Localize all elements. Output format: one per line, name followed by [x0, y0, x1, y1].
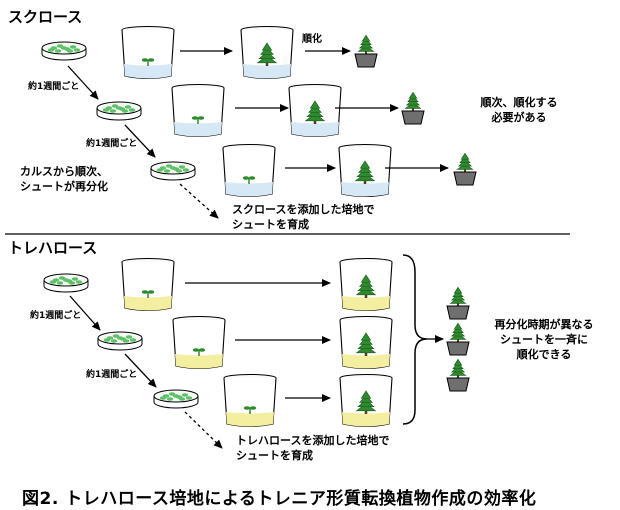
trehalose-bottom-note-line1: トレハロースを添加した培地で: [236, 433, 389, 447]
medium: [175, 354, 223, 369]
sucrose-right-note-line1: 順次、順化する: [481, 95, 558, 109]
brace: [402, 254, 428, 425]
acclimated-plant-pot: [401, 91, 425, 125]
acclimated-plant-pot: [446, 286, 470, 320]
acclimated-plant-pot: [453, 152, 477, 186]
arrow: [67, 65, 99, 100]
culture-jar: [171, 84, 225, 138]
medium: [124, 64, 172, 79]
trehalose-weekly-label-1: 約1週間ごと: [30, 309, 81, 321]
figure-caption: 図2. トレハロース培地によるトレニア形質転換植物作成の効率化: [22, 489, 537, 509]
culture-jar: [339, 374, 393, 428]
dashed-arrow: [184, 411, 223, 449]
medium: [342, 412, 390, 427]
culture-jar: [121, 26, 175, 80]
shoot: [355, 390, 377, 414]
culture-jar: [172, 316, 226, 370]
medium: [226, 412, 274, 427]
sprout: [243, 406, 257, 414]
sucrose-right-note-line2: 必要がある: [491, 110, 547, 124]
shoot: [304, 100, 326, 124]
culture-jar: [240, 26, 294, 80]
sucrose-weekly-label-1: 約1週間ごと: [28, 80, 79, 92]
dashed-arrow: [179, 183, 219, 219]
sprout: [192, 348, 206, 356]
shoot: [256, 42, 278, 66]
petri-dish-callus: [97, 331, 143, 351]
sucrose-title: スクロース: [8, 8, 82, 26]
medium: [291, 122, 339, 137]
trehalose-arrows: [69, 254, 444, 449]
trehalose-weekly-label-2: 約1週間ごと: [86, 368, 137, 380]
petri-dish-callus: [153, 389, 199, 409]
medium: [342, 354, 390, 369]
culture-jar: [339, 258, 393, 312]
culture-jar: [288, 84, 342, 138]
medium: [174, 122, 222, 137]
arrow: [124, 124, 156, 158]
shoot: [355, 332, 377, 356]
petri-dish-callus: [41, 41, 87, 61]
trehalose-right-note-line2: シュートを一斉に: [500, 332, 588, 346]
sprout: [191, 116, 205, 124]
callus-note-line1: カルスから順次、: [20, 164, 108, 178]
medium: [225, 182, 273, 197]
sucrose-bottom-note-line2: シュートを育成: [232, 217, 309, 231]
sucrose-weekly-label-2: 約1週間ごと: [86, 137, 137, 149]
medium: [243, 64, 291, 79]
medium: [342, 296, 390, 311]
petri-dish-callus: [150, 161, 196, 181]
sprout: [141, 290, 155, 298]
culture-jar: [222, 144, 276, 198]
sucrose-bottom-note-line1: スクロースを添加した培地で: [232, 202, 374, 216]
acclimated-plant-pot: [354, 34, 378, 68]
medium: [124, 296, 172, 311]
sucrose-arrows: [67, 47, 449, 219]
shoot: [354, 160, 376, 184]
culture-jar: [338, 144, 392, 198]
petri-dish-callus: [96, 101, 142, 121]
sprout: [141, 58, 155, 66]
callus-note-line2: シュートが再分化: [20, 179, 108, 193]
acclimated-plant-pot: [446, 322, 470, 356]
trehalose-title: トレハロース: [8, 239, 97, 257]
trehalose-right-note-line3: 順化できる: [517, 347, 572, 361]
petri-dish-callus: [43, 273, 89, 293]
culture-jar: [121, 258, 175, 312]
acclimate-label: 順化: [301, 32, 322, 45]
sprout: [242, 176, 256, 184]
medium: [341, 182, 389, 197]
culture-jar: [223, 374, 277, 428]
culture-jar: [339, 316, 393, 370]
arrow: [124, 353, 157, 388]
trehalose-bottom-note-line2: シュートを育成: [236, 448, 313, 462]
arrow: [69, 295, 101, 331]
trehalose-right-note-line1: 再分化時期が異なる: [495, 317, 594, 331]
shoot: [355, 274, 377, 298]
acclimated-plant-pot: [446, 358, 470, 392]
